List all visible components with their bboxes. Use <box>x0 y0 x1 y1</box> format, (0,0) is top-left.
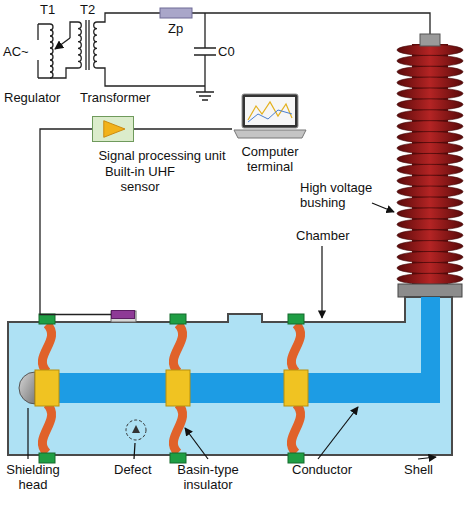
part-label: T2 <box>80 2 95 17</box>
secondary-coil <box>94 22 97 68</box>
part-label: Shielding head <box>0 462 66 492</box>
sensor-seat <box>111 311 136 322</box>
pad-symbol <box>111 310 135 319</box>
impedance-symbol <box>160 8 192 18</box>
defect-particle <box>132 425 140 433</box>
bushing-shed <box>397 132 463 143</box>
bushing-shed <box>397 121 463 132</box>
part-label: Basin-type insulator <box>166 462 250 492</box>
basin-insulators <box>35 314 308 463</box>
shielding-head <box>19 372 35 404</box>
insulator-insert <box>284 370 308 406</box>
bushing-shed <box>397 241 463 252</box>
uhf-sensor: Built-in UHF sensor <box>85 164 195 319</box>
computer-terminal: Computer terminal <box>228 92 312 174</box>
bushing-shed <box>397 175 463 186</box>
part-label: AC~ <box>3 44 29 59</box>
bushing-shed <box>397 110 463 121</box>
primary-wire <box>50 22 78 78</box>
flange <box>288 453 304 463</box>
part-label: T1 <box>40 2 55 17</box>
bushing-cap <box>420 34 440 46</box>
leaders <box>28 203 436 459</box>
regulator-coil <box>50 24 53 78</box>
part-label: Defect <box>114 462 152 477</box>
leader-line <box>27 408 28 459</box>
ac-wire <box>38 24 50 78</box>
signal-unit: Signal processing unit <box>62 116 262 163</box>
amp-symbol <box>92 116 134 142</box>
node-label: Signal processing unit <box>62 148 262 163</box>
part-label: C0 <box>218 44 235 59</box>
bushing-shed <box>397 88 463 99</box>
gis-shell <box>8 297 452 455</box>
hv-wire <box>97 13 430 36</box>
bushing-shed <box>397 208 463 219</box>
flange <box>170 453 186 463</box>
part-label: Conductor <box>292 462 352 477</box>
bushing-shed <box>397 252 463 263</box>
bushing-shed <box>397 197 463 208</box>
leader-line <box>418 457 436 459</box>
part-label: Chamber <box>296 228 349 243</box>
bushing-shed <box>397 230 463 241</box>
defect-marker <box>126 420 146 440</box>
supply-circuit <box>38 13 430 100</box>
node-label: Computer terminal <box>228 144 312 174</box>
bushing-shed <box>397 77 463 88</box>
leader-line <box>321 246 322 318</box>
bushing-shed <box>397 66 463 77</box>
bushing-shed <box>397 55 463 66</box>
flange <box>39 453 55 463</box>
conductor-bar <box>34 373 440 403</box>
part-label: High voltage bushing <box>300 180 384 210</box>
bushing-sheds <box>397 44 463 284</box>
part-label: Transformer <box>80 90 150 105</box>
bushing-shed <box>397 186 463 197</box>
leader-line <box>372 203 394 212</box>
capacitor-symbol <box>194 13 216 100</box>
insulator-insert <box>166 370 190 406</box>
flange <box>39 314 55 324</box>
leader-line <box>185 428 208 459</box>
transformer-core <box>86 20 89 70</box>
signal-cable <box>134 128 232 129</box>
bushing-shed <box>397 99 463 110</box>
part-label: Zp <box>168 21 183 36</box>
ground-wire <box>97 68 205 86</box>
bushing-shed <box>397 262 463 273</box>
leader-line <box>318 407 358 459</box>
node-label: Built-in UHF sensor <box>85 164 195 194</box>
primary-coil <box>78 22 81 68</box>
bushing-shed <box>397 273 463 284</box>
flange <box>288 314 304 324</box>
flange <box>170 314 186 324</box>
bushing-shed <box>397 143 463 154</box>
bushing-flange <box>398 284 462 297</box>
insulator-insert <box>35 370 59 406</box>
bushing-shed <box>397 153 463 164</box>
bushing-shed <box>397 164 463 175</box>
part-label: Shell <box>404 462 433 477</box>
bushing-shed <box>397 219 463 230</box>
laptop-symbol <box>232 92 308 140</box>
leader-line <box>134 443 135 459</box>
part-label: Regulator <box>4 90 60 105</box>
regulator-slider <box>55 38 70 49</box>
